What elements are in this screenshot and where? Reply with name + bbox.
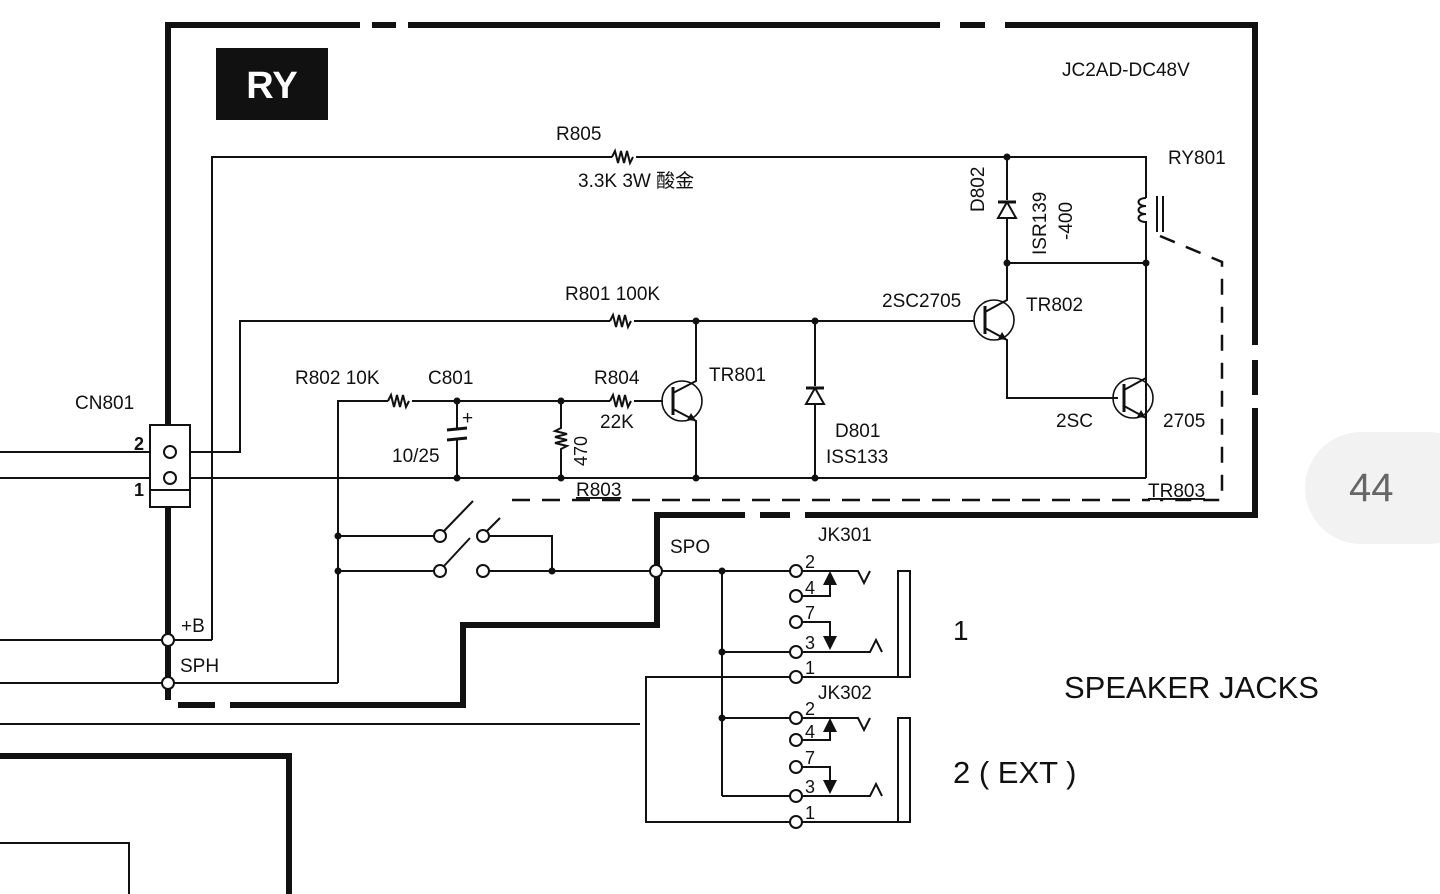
jk301-pin-2: 2: [805, 552, 815, 572]
jk302-pin-3: 3: [805, 777, 815, 797]
tr802-label: TR802: [1026, 295, 1083, 316]
d802-diode: D802 ISR139 -400: [968, 153, 1077, 267]
r805-label: R805: [556, 124, 601, 145]
page-indicator[interactable]: 44: [1305, 432, 1440, 544]
r804-resistor: R804 22K: [594, 368, 663, 433]
net-label-spo: SPO: [670, 537, 710, 558]
tr803-transistor: 2SC 2705 TR803: [1056, 377, 1205, 502]
r804-label: R804: [594, 368, 640, 389]
r802-resistor: R802 10K: [295, 368, 610, 683]
tr802-part: 2SC2705: [882, 291, 961, 312]
tr802-transistor: 2SC2705 TR802: [882, 263, 1118, 399]
net-label-sph: SPH: [180, 656, 219, 677]
tr803-part-b: 2705: [1163, 411, 1205, 432]
d802-part: ISR139: [1030, 192, 1051, 255]
tr801-label: TR801: [709, 365, 766, 386]
c801-polarity: +: [462, 408, 473, 429]
c801-value: 10/25: [392, 446, 440, 467]
cn801-pin2: 2: [134, 434, 144, 454]
jack2-label: 2 ( EXT ): [953, 755, 1076, 790]
ry-board-outline: [165, 22, 1258, 708]
jk301-jack: 2 4 7 3 1 JK301: [645, 525, 911, 796]
jk301-pin-4: 4: [805, 578, 815, 598]
tr803-part-a: 2SC: [1056, 411, 1093, 432]
d802-part2: -400: [1056, 202, 1077, 240]
r803-value: 470: [571, 436, 591, 466]
jk302-pin-2: 2: [805, 699, 815, 719]
cn801-label: CN801: [75, 393, 134, 414]
jk301-pin-1: 1: [805, 658, 815, 678]
block-label-text: RY: [246, 65, 297, 107]
relay-model-label: JC2AD-DC48V: [1062, 60, 1190, 81]
net-bplus-sph: +B SPH: [0, 616, 338, 690]
relay-contacts: SPO: [334, 498, 1150, 578]
tr801-transistor: TR801: [661, 321, 766, 482]
r803-label: R803: [576, 480, 621, 501]
page-number: 44: [1349, 465, 1394, 510]
ry801-label: RY801: [1168, 148, 1226, 169]
d801-part: ISS133: [826, 447, 888, 468]
cn801-connector: CN801 2 1: [75, 393, 191, 508]
d801-diode: D801 ISS133: [804, 321, 888, 482]
r803-resistor: 470 R803: [552, 397, 621, 501]
jk302-pin-1: 1: [805, 803, 815, 823]
r801-label: R801 100K: [565, 284, 660, 305]
lower-board-outline: [0, 723, 640, 894]
jk302-pin-4: 4: [805, 722, 815, 742]
c801-label: C801: [428, 368, 473, 389]
jk302-pin-7: 7: [805, 748, 815, 768]
r801-resistor: R801 100K: [175, 284, 975, 453]
speaker-jacks-title: SPEAKER JACKS: [1064, 670, 1319, 705]
jk301-label: JK301: [818, 525, 872, 546]
r802-label: R802 10K: [295, 368, 380, 389]
ry801-relay-coil: RY801: [1007, 148, 1226, 502]
r804-value: 22K: [600, 412, 634, 433]
jk301-pin-3: 3: [805, 633, 815, 653]
net-label-bplus: +B: [181, 616, 205, 637]
jack1-label: 1: [953, 615, 969, 646]
block-label-ry: RY: [216, 48, 328, 120]
tr803-label: TR803: [1148, 481, 1205, 502]
jk301-pin-7: 7: [805, 603, 815, 623]
jk302-label: JK302: [818, 683, 872, 704]
c801-capacitor: C801 + 10/25: [392, 368, 473, 482]
d801-label: D801: [835, 421, 880, 442]
jk302-jack: 2 4 7 3 1 JK302: [645, 683, 911, 829]
d802-label: D802: [968, 167, 989, 212]
cn801-pin1: 1: [134, 480, 144, 500]
r805-value: 3.3K 3W 酸金: [578, 170, 694, 192]
